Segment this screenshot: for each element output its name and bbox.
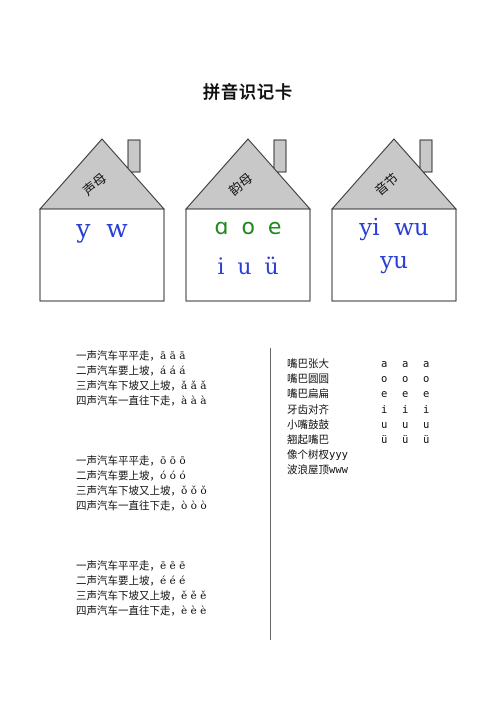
mouth-letter: e [381,388,388,401]
mouth-label: 小嘴鼓鼓 [287,418,329,431]
rhyme-line: 一声汽车平平走，ā ā ā [76,350,186,362]
rhyme-line: 二声汽车要上坡，é é é [76,575,186,587]
house-icon [184,138,312,302]
mouth-letter: ü [423,433,430,446]
page-title: 拼音识记卡 [203,83,293,103]
mouth-letter: yyy [329,449,348,462]
mouth-row: 嘴巴圆圆 o o o [287,372,444,387]
mouth-letter: u [381,418,388,431]
column-divider [270,348,271,640]
tone-rhyme-o: 一声汽车平平走，ō ō ō 二声汽车要上坡，ó ó ó 三声汽车下坡又上坡，ǒ … [76,454,207,514]
mouth-letter: ü [381,433,388,446]
mouth-row: 嘴巴扁扁 e e e [287,387,444,402]
rhyme-line: 三声汽车下坡又上坡，ǎ ǎ ǎ [76,380,207,392]
mouth-row: 嘴巴张大 a a a [287,357,444,372]
mouth-row: 翘起嘴巴 ü ü ü [287,433,444,448]
mouth-letter: o [402,373,409,386]
vowel-letters-top: ɑ o e [214,215,282,240]
mouth-label: 翘起嘴巴 [287,433,329,446]
mouth-row: 像个树杈yyy [287,448,444,463]
mouth-letter: a [381,358,388,370]
mouth-label: 牙齿对齐 [287,403,329,416]
house-finals: 韵母 ɑ o e i u ü [182,137,314,305]
house-initials: 声母 y w [36,137,168,305]
rhyme-line: 三声汽车下坡又上坡，ǒ ǒ ǒ [76,485,207,497]
mouth-letter: a [402,358,409,370]
mouth-letter: a [423,358,430,370]
mouth-letter: u [423,418,430,431]
rhyme-line: 三声汽车下坡又上坡，ě ě ě [76,590,207,602]
mouth-letter: i [423,403,430,416]
rhyme-line: 二声汽车要上坡，ó ó ó [76,470,186,482]
mouth-letter: ü [402,433,409,446]
tone-rhyme-e: 一声汽车平平走，ē ē ē 二声汽车要上坡，é é é 三声汽车下坡又上坡，ě … [76,559,206,619]
mouth-row: 小嘴鼓鼓 u u u [287,418,444,433]
vowel-letters-bottom: i u ü [217,255,279,280]
house-syllables: 音节 yi wu yu [328,137,460,305]
rhyme-line: 四声汽车一直往下走，è è è [76,605,207,617]
mouth-label: 像个树杈 [287,449,329,462]
mouth-label: 嘴巴扁扁 [287,388,329,401]
syllable-letters-top: yi wu [359,215,429,241]
syllable-letters-bottom: yu [380,248,408,274]
mouth-letter: o [381,373,388,386]
mouth-letter: www [329,464,348,477]
mouth-letter: e [423,388,430,401]
mouth-letter: u [402,418,409,431]
mouth-label: 嘴巴圆圆 [287,373,329,386]
house-icon [38,138,166,302]
mouth-row: 波浪屋顶www [287,463,444,478]
rhyme-line: 一声汽车平平走，ē ē ē [76,560,186,572]
mouth-letter: i [381,403,388,416]
mouth-letter: i [402,403,409,416]
tone-rhyme-a: 一声汽车平平走，ā ā ā 二声汽车要上坡，á á á 三声汽车下坡又上坡，ǎ … [76,349,206,409]
rhyme-line: 一声汽车平平走，ō ō ō [76,455,186,467]
mouth-row: 牙齿对齐 i i i [287,403,444,418]
rhyme-line: 二声汽车要上坡，á á á [76,365,186,377]
mouth-label: 嘴巴张大 [287,358,329,370]
mouth-label: 波浪屋顶 [287,464,329,477]
rhyme-line: 四声汽车一直往下走，ò ò ò [76,500,207,512]
mouth-letter: e [402,388,409,401]
consonant-letters: y w [76,214,128,243]
mouth-letter: o [423,373,430,386]
rhyme-line: 四声汽车一直往下走，à à à [76,395,207,407]
house-icon [330,138,458,302]
